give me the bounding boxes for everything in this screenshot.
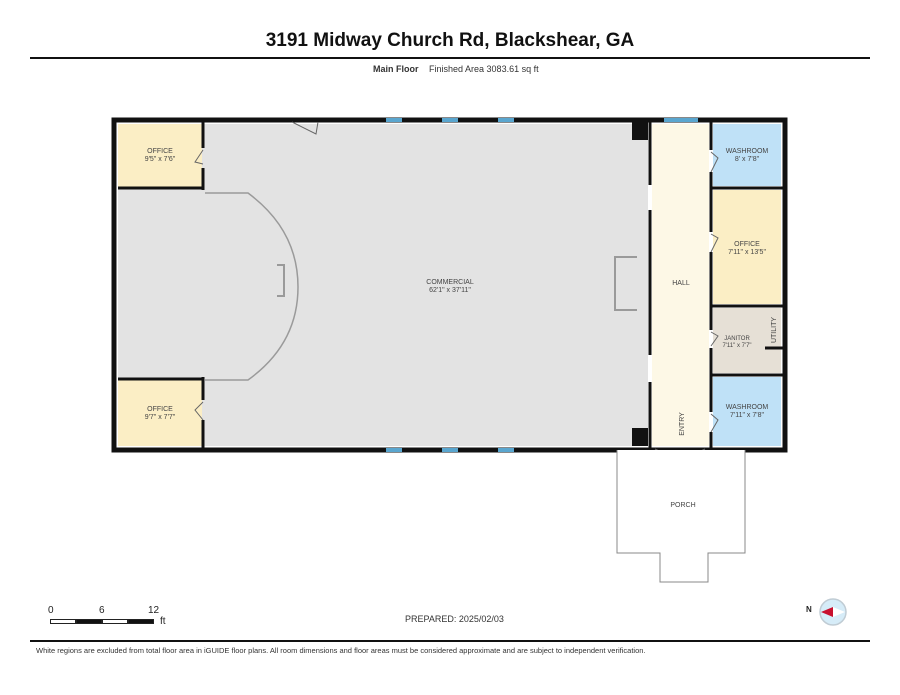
room-dims-office-bottom-left: 9'7" x 7'7" [145, 414, 176, 421]
disclaimer-text: White regions are excluded from total fl… [36, 646, 646, 655]
prepared-date: PREPARED: 2025/02/03 [405, 614, 504, 624]
column-bottom [632, 428, 648, 446]
room-label-utility: UTILITY [771, 317, 778, 343]
room-washroom-top-fill [713, 124, 781, 186]
finished-area: Finished Area 3083.61 sq ft [429, 64, 539, 74]
room-janitor-fill [713, 308, 781, 373]
room-hall-fill [652, 124, 709, 446]
room-dims-washroom-top: 8' x 7'8" [735, 156, 760, 163]
room-washroom-bottom-fill [713, 377, 781, 446]
scale-tick-0: 0 [48, 605, 54, 616]
floor-name: Main Floor [373, 64, 419, 74]
scale-bar: 0 6 12 ft [40, 605, 180, 635]
title-divider [30, 57, 870, 59]
scale-tick-12: 12 [148, 605, 160, 616]
room-label-office-right: OFFICE [734, 241, 760, 248]
room-dims-office-top-left: 9'5" x 7'6" [145, 156, 176, 163]
stage-platform [205, 192, 299, 381]
room-label-porch: PORCH [670, 502, 695, 509]
column-top [632, 122, 648, 140]
interior-walls [118, 122, 783, 448]
room-label-hall: HALL [672, 280, 690, 287]
scale-tick-6: 6 [99, 605, 105, 616]
alcove-fixture [614, 256, 637, 311]
room-office-right-fill [713, 190, 781, 304]
windows [386, 118, 698, 452]
north-compass: N [800, 597, 860, 627]
footer-divider [30, 640, 870, 642]
room-label-office-top-left: OFFICE [147, 148, 173, 155]
room-label-entry: ENTRY [679, 412, 686, 436]
room-label-janitor: JANITOR [724, 336, 750, 342]
compass-icon [819, 598, 847, 626]
room-dims-commercial: 62'1" x 37'11" [429, 287, 471, 294]
compass-north-label: N [806, 605, 812, 614]
room-label-office-bottom-left: OFFICE [147, 406, 173, 413]
stage-fixture [277, 264, 285, 297]
room-label-washroom-top: WASHROOM [726, 148, 769, 155]
room-dims-office-right: 7'11" x 13'5" [728, 249, 766, 256]
scale-unit: ft [160, 616, 166, 627]
porch-outline [616, 450, 746, 583]
plan-title: 3191 Midway Church Rd, Blackshear, GA [265, 30, 635, 51]
room-label-commercial: COMMERCIAL [426, 279, 474, 286]
room-label-washroom-bottom: WASHROOM [726, 404, 769, 411]
floor-subtitle: Main Floor Finished Area 3083.61 sq ft [373, 64, 539, 74]
room-office-top-left-fill [118, 124, 202, 187]
room-office-bottom-left-fill [118, 380, 202, 446]
room-commercial-fill [118, 124, 648, 446]
room-dims-janitor: 7'11" x 7'7" [722, 343, 751, 349]
room-dims-washroom-bottom: 7'11" x 7'8" [730, 412, 764, 419]
